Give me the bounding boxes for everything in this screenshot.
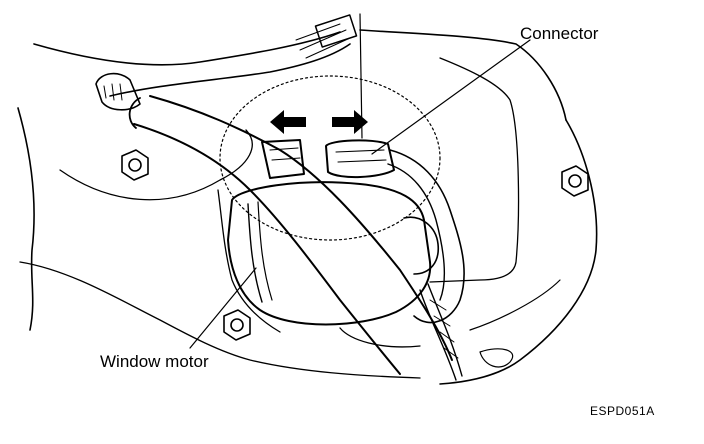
motor-body-band — [247, 203, 263, 303]
wire-loop-inner — [387, 163, 446, 301]
harness-clip — [95, 72, 141, 111]
cable-lower-edge — [133, 123, 401, 375]
wire-lead-1 — [419, 289, 457, 381]
bolt-left — [121, 149, 149, 181]
door-panel-recess — [59, 129, 253, 201]
connector-callout-label: Connector — [520, 24, 599, 43]
connector-left-detail — [269, 147, 301, 161]
connector-right-detail — [335, 149, 387, 163]
arrow-right-icon — [332, 110, 368, 134]
cable-sheath-end — [128, 97, 141, 129]
door-panel-lower-contour — [19, 261, 421, 379]
detail-circle — [219, 75, 441, 241]
motor-end-cap — [403, 216, 439, 275]
motor-body-band-2 — [257, 201, 273, 301]
arrow-left-icon — [270, 110, 306, 134]
door-panel-outline — [17, 107, 35, 331]
motor-leader — [189, 267, 257, 349]
bolt-lower — [223, 309, 251, 341]
bolt-right — [561, 165, 589, 197]
connector-right-half — [325, 139, 395, 179]
door-panel-lower-bump — [479, 348, 514, 368]
wire-twist — [429, 299, 459, 359]
wire-lead-2 — [427, 283, 463, 377]
harness-end-cap — [314, 14, 358, 48]
harness-clip-teeth — [103, 83, 123, 101]
door-panel-bottom-curve — [469, 279, 561, 331]
door-panel-top-edge — [359, 29, 567, 121]
harness-upper-edge — [33, 31, 341, 66]
window-motor-callout-label: Window motor — [100, 352, 209, 371]
motor-mount-lower — [339, 327, 421, 348]
motor-housing-left — [217, 189, 281, 333]
connector-left-half — [261, 139, 305, 179]
figure-code-label: ESPD051A — [590, 404, 655, 418]
connector-leader — [371, 39, 531, 155]
cable-upper-edge — [149, 95, 453, 361]
door-panel-cutout — [429, 57, 520, 283]
harness-lower-edge — [109, 43, 351, 97]
